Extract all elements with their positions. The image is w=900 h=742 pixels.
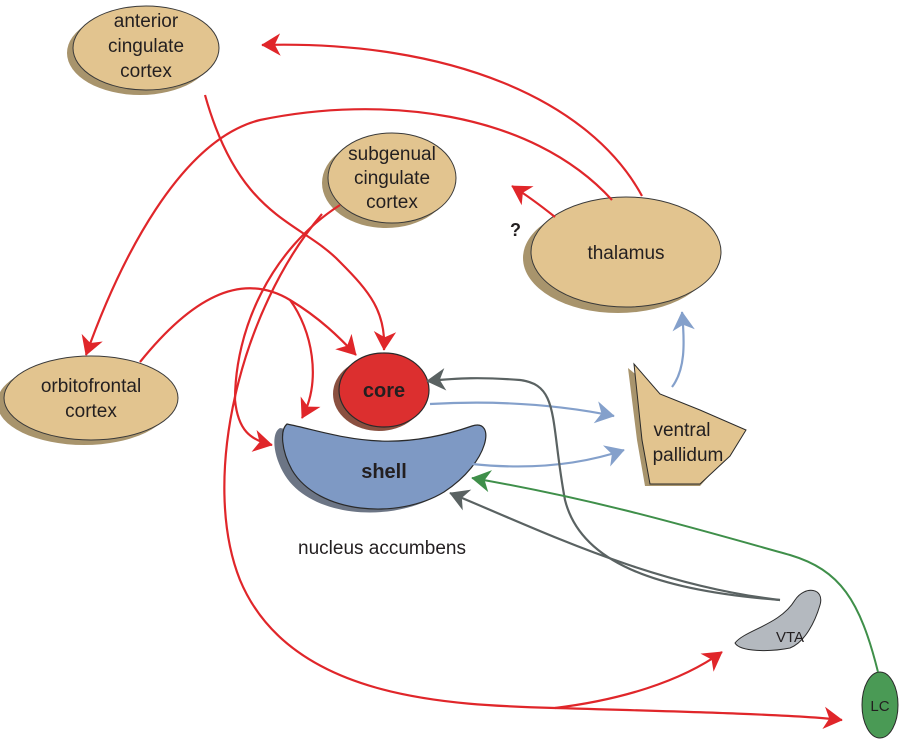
arrow-thalamus-to-sgc [511,185,556,218]
uncertain-marker: ? [510,220,521,240]
node-thalamus: thalamus [523,196,722,313]
arrow-ofc-to-shell [289,299,321,419]
arrow-sgc-to-shell [233,204,341,452]
arrow-shell-to-vp [471,445,625,468]
shell-label: shell [361,461,407,483]
node-vta: VTA [734,590,822,652]
blue-projections [429,311,695,468]
arrow-vp-to-thalamus [671,311,695,388]
acc-label-2: cingulate [108,36,184,57]
arrow-lc-to-shell [471,470,879,673]
node-core: core [333,352,430,431]
node-shell: shell [274,423,487,513]
arrow-thalamus-to-acc [261,33,643,197]
acc-label-3: cortex [120,61,172,82]
arrow-thalamus-to-ofc [81,108,613,356]
arrow-vta-to-shell [449,489,781,602]
arrow-ofc-to-core [139,287,357,363]
sgc-label-2: cingulate [354,168,430,189]
node-orbitofrontal-cortex: orbitofrontal cortex [0,355,179,445]
lc-label: LC [870,698,889,715]
arrow-to-vta [554,651,723,710]
core-label: core [363,380,405,402]
arrow-sgc-to-lc [223,213,843,729]
vp-label-2: pallidum [653,445,724,466]
node-ventral-pallidum: ventral pallidum [628,362,747,486]
vp-label-1: ventral [653,420,710,441]
sgc-label-1: subgenual [348,144,436,165]
node-subgenual-cingulate-cortex: subgenual cingulate cortex [322,132,457,228]
arrow-vta-to-core [426,368,781,602]
ofc-label-1: orbitofrontal [41,376,141,397]
ofc-label-2: cortex [65,401,117,422]
node-anterior-cingulate-cortex: anterior cingulate cortex [67,5,220,95]
red-projections [81,33,843,729]
vta-label: VTA [776,629,804,646]
gray-projections [426,368,781,602]
thalamus-label: thalamus [587,243,664,264]
nucleus-accumbens-label: nucleus accumbens [298,538,466,559]
arrow-acc-to-core [203,94,397,351]
sgc-label-3: cortex [366,192,418,213]
node-lc: LC [861,671,899,739]
arrow-core-to-vp [429,401,615,424]
acc-label-1: anterior [114,11,179,32]
